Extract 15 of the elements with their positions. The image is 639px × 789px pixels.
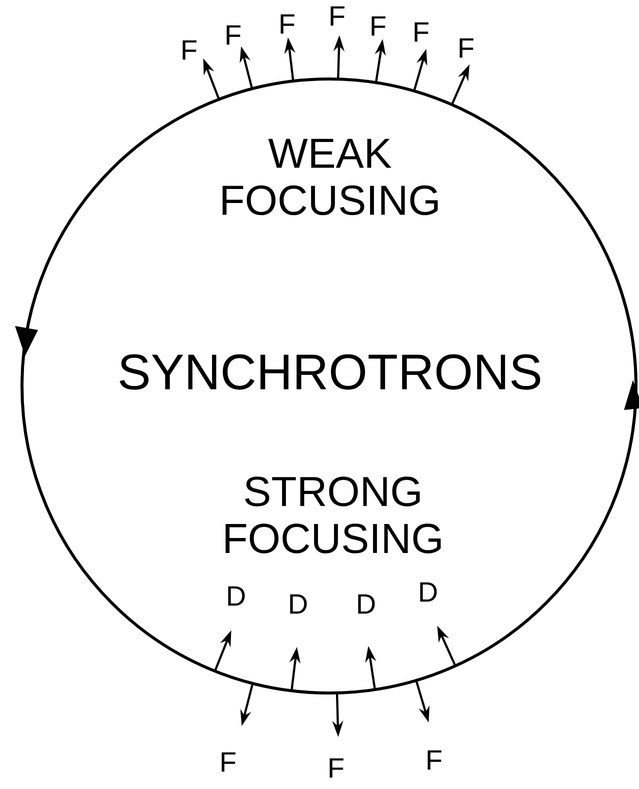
force-label: F (222, 752, 236, 772)
force-label: F (226, 25, 240, 45)
force-label: F (428, 750, 442, 770)
ring-label: STRONG FOCUSING (226, 476, 441, 554)
force-label: D (420, 582, 437, 602)
ring-label: SYNCHROTRONS (120, 354, 540, 390)
force-label: F (330, 6, 344, 26)
force-label: D (290, 594, 307, 614)
ring-label: WEAK FOCUSING (222, 138, 438, 216)
force-label: D (358, 594, 375, 614)
force-label: F (280, 14, 294, 34)
force-label: F (414, 22, 428, 42)
force-label: D (228, 586, 245, 606)
force-label: F (330, 758, 344, 778)
force-label: F (372, 16, 386, 36)
